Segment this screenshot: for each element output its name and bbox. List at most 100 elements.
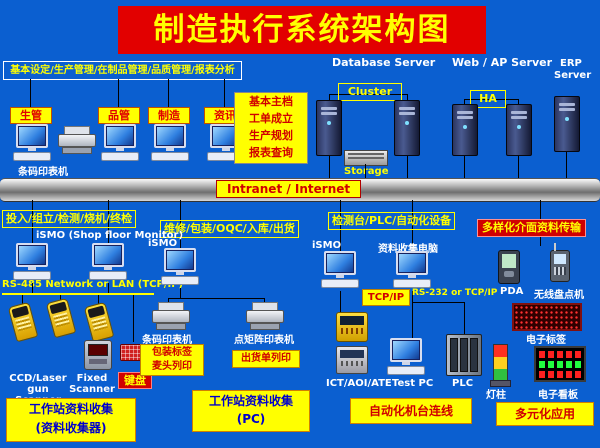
connector-line — [32, 200, 33, 243]
connector-line — [329, 94, 407, 95]
barcode-printer-label: 条码印表机 — [18, 167, 68, 178]
pda-label: PDA — [500, 286, 524, 297]
storage-icon — [344, 150, 388, 166]
connector-line — [412, 200, 413, 251]
connector-line — [464, 302, 465, 334]
connector-line — [329, 94, 330, 100]
connector-line — [518, 99, 519, 104]
zone-header-repair: 维修/包装/OQC/入库/出货 — [160, 220, 299, 238]
eboard-label: 电子看板 — [538, 390, 578, 401]
auto-ismo-label: iSMO — [312, 240, 342, 251]
connector-line — [133, 295, 134, 342]
wireless-terminal-icon — [550, 243, 570, 282]
plc-label: PLC — [452, 378, 474, 389]
fixed-scanner-icon — [84, 340, 112, 370]
connector-line — [566, 152, 567, 178]
mid-bottom-box: 工作站资料收集 (PC) — [192, 390, 310, 432]
diagram-title: 制造执行系统架构图 — [118, 6, 486, 54]
connector-line — [22, 295, 23, 305]
rs485-bus-line — [2, 293, 154, 295]
stack-light-base — [490, 380, 511, 387]
led-tag-panel-icon — [512, 303, 582, 331]
connector-line — [464, 99, 518, 100]
web-ap-server-label: Web / AP Server — [452, 56, 553, 69]
ict-label: ICT/AOI/ATE — [326, 378, 392, 389]
connector-line — [365, 164, 366, 178]
handheld-scanner-icon — [83, 301, 115, 343]
connector-line — [412, 291, 413, 338]
web-server-icon — [506, 104, 532, 156]
ismo-terminal-icon — [12, 243, 52, 283]
storage-label: Storage — [344, 166, 389, 177]
tcpip-label: TCP/IP — [362, 289, 410, 306]
connector-line — [108, 283, 109, 293]
zone-header-input: 投入/组立/检测/烧机/终检 — [2, 210, 137, 228]
cluster-label: Cluster — [338, 83, 402, 101]
barcode-printer-icon — [58, 126, 96, 154]
left-bottom-box: 工作站资料收集 (资料收集器) — [6, 398, 136, 442]
handheld-scanner-icon — [45, 297, 77, 339]
system-function-box: 基本主档 工单成立 生产规划 报表查询 — [234, 92, 308, 164]
pack-label-box: 包装标签 麦头列印 — [140, 344, 204, 376]
stack-light-icon — [493, 344, 508, 382]
function-strip: 基本设定/生产管理/在制品管理/品质管理/报表分析 — [3, 61, 242, 80]
barcode-printer-icon — [152, 302, 190, 330]
auto-bottom-box: 自动化机台连线 — [350, 398, 472, 424]
ismo-terminal-icon — [88, 243, 128, 283]
ict-machine-icon — [336, 312, 368, 342]
rs232-label: RS-232 or TCP/IP — [412, 288, 498, 298]
connector-line — [340, 291, 341, 312]
dept-label-manufacturing: 制造 — [148, 107, 190, 124]
erp-server-icon — [554, 96, 580, 152]
mid-barcode-printer-label: 条码印表机 — [142, 335, 192, 346]
database-server-icon — [316, 100, 342, 156]
connector-line — [329, 156, 330, 178]
data-collection-pc-icon — [392, 251, 432, 291]
test-pc-icon — [386, 338, 426, 378]
rs485-network-label: RS-485 Network or LAN (TCP/IP) — [2, 279, 184, 290]
dept-label-production-control: 生管 — [10, 107, 52, 124]
etag-label: 电子标签 — [526, 335, 566, 346]
workstation-icon — [12, 124, 52, 164]
wireless-label: 无线盘点机 — [534, 290, 584, 301]
connector-line — [412, 302, 464, 303]
left-ismo-label: iSMO (Shop floor Monitor) — [36, 230, 184, 241]
erp-server-label-1: ERP — [560, 58, 582, 69]
electronic-board-icon — [534, 346, 586, 382]
workstation-icon — [150, 124, 190, 164]
lamp-label: 灯柱 — [486, 390, 506, 401]
ha-label: HA — [470, 90, 506, 108]
connector-line — [118, 79, 119, 107]
connector-line — [407, 94, 408, 100]
backbone-label: Intranet / Internet — [216, 180, 362, 198]
connector-line — [518, 156, 519, 178]
mid-ismo-label: iSMO — [148, 238, 178, 249]
connector-line — [32, 283, 33, 293]
dot-matrix-printer-label: 点矩阵印表机 — [234, 335, 294, 346]
connector-line — [464, 99, 465, 104]
connector-line — [407, 156, 408, 178]
zone-header-auto: 检测台/PLC/自动化设备 — [328, 212, 456, 230]
handheld-scanner-icon — [7, 301, 39, 343]
dept-label-quality: 品管 — [98, 107, 140, 124]
workstation-icon — [100, 124, 140, 164]
web-server-icon — [452, 104, 478, 156]
database-server-icon — [394, 100, 420, 156]
connector-line — [168, 79, 169, 107]
pda-icon — [498, 250, 520, 284]
connector-line — [30, 79, 31, 107]
fixed-scanner-label: Fixed Scanner — [69, 373, 115, 395]
aoi-machine-icon — [336, 346, 368, 374]
ship-label-box: 出货单列印 — [232, 350, 300, 368]
connector-line — [264, 298, 265, 304]
ismo-terminal-icon — [160, 248, 200, 288]
plc-icon — [446, 334, 482, 376]
connector-line — [464, 156, 465, 178]
connector-line — [180, 200, 181, 248]
connector-line — [168, 298, 265, 299]
dc-pc-label: 资料收集电脑 — [378, 244, 438, 255]
zone-header-multi-interface: 多样化介面资料传输 — [477, 219, 586, 237]
connector-line — [340, 200, 341, 251]
connector-line — [108, 200, 109, 243]
